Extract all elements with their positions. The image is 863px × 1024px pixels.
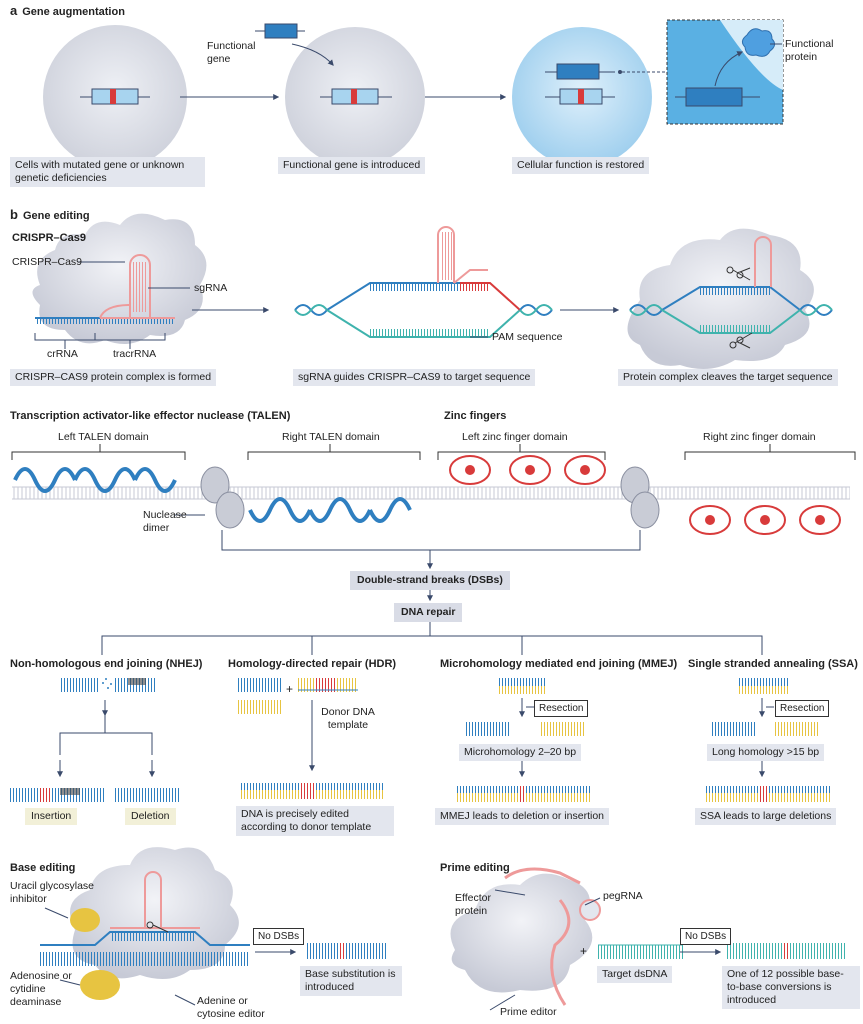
functional-gene-label: Functional gene [207, 40, 256, 65]
caption-hdr: DNA is precisely edited according to don… [236, 806, 394, 836]
hdr-graphic [237, 678, 385, 799]
target-dsdna-label: Target dsDNA [597, 966, 673, 983]
nhej-graphic [10, 678, 180, 802]
caption-a3: Cellular function is restored [512, 157, 650, 174]
ssa-graphic [705, 678, 830, 802]
prime-plus: + [580, 944, 588, 958]
crispr-target-dna [294, 226, 553, 338]
hdr-title: Homology-directed repair (HDR) [228, 658, 397, 670]
nhej-title: Non-homologous end joining (NHEJ) [10, 658, 203, 670]
base-editor-label: Adenine or cytosine editor [197, 995, 265, 1020]
zf-right-label: Right zinc finger domain [703, 431, 816, 443]
caption-a1: Cells with mutated gene or unknown genet… [10, 157, 205, 187]
zf-nuclease [620, 466, 660, 529]
caption-base: Base substitution is introduced [300, 966, 402, 996]
mmej-title: Microhomology mediated end joining (MMEJ… [440, 658, 678, 670]
sgrna-label: sgRNA [194, 282, 228, 294]
talen-nuclease [175, 466, 245, 529]
nuclease-dimer-label: Nuclease dimer [143, 509, 187, 534]
cas9-label: CRISPR–Cas9 [12, 256, 83, 268]
hdr-plus: + [286, 682, 294, 696]
prime-editor-label: Prime editor [500, 1006, 557, 1018]
caption-mmej: MMEJ leads to deletion or insertion [435, 808, 609, 825]
base-editor-graphic [40, 847, 388, 1006]
prime-nodsb-label: No DSBs [680, 928, 732, 945]
caption-a2: Functional gene is introduced [278, 157, 426, 174]
caption-crispr1: CRISPR–CAS9 protein complex is formed [10, 369, 217, 386]
dsb-box: Double-strand breaks (DSBs) [350, 571, 510, 590]
zf-left-label: Left zinc finger domain [462, 431, 568, 443]
cell-mutated [43, 25, 187, 169]
mmej-resection-label: Resection [534, 700, 589, 717]
caption-prime: One of 12 possible base-to-base conversi… [722, 966, 860, 1009]
crispr-complex-1 [32, 213, 207, 349]
zf-left [449, 455, 606, 485]
ssa-resection-label: Resection [775, 700, 830, 717]
pegrna-label: pegRNA [603, 890, 643, 902]
cell-restored [512, 19, 784, 167]
mmej-graphic [455, 678, 590, 802]
deletion-label: Deletion [125, 808, 176, 825]
caption-ssa: SSA leads to large deletions [695, 808, 837, 825]
mmej-micro-label: Microhomology 2–20 bp [459, 744, 582, 761]
pam-label: PAM sequence [492, 331, 563, 343]
dsb-connectors [101, 530, 763, 655]
zf-right [689, 505, 841, 535]
talen-left-label: Left TALEN domain [58, 431, 149, 443]
base-nodsb-label: No DSBs [253, 928, 305, 945]
base-title: Base editing [10, 862, 76, 874]
talen-right-label: Right TALEN domain [282, 431, 380, 443]
tracrrna-label: tracrRNA [113, 348, 157, 360]
prime-editor-graphic [450, 867, 845, 1011]
crispr-title: CRISPR–Cas9 [12, 232, 86, 244]
caption-crispr2: sgRNA guides CRISPR–CAS9 to target seque… [293, 369, 536, 386]
caption-crispr3: Protein complex cleaves the target seque… [618, 369, 838, 386]
crispr-cleavage [627, 228, 833, 369]
donor-template-label: Donor DNA template [321, 706, 375, 731]
insertion-label: Insertion [25, 808, 78, 825]
zf-title: Zinc fingers [444, 410, 507, 422]
prime-title: Prime editing [440, 862, 510, 874]
talen-title: Transcription activator-like effector nu… [10, 410, 291, 422]
dna-repair-box: DNA repair [394, 603, 463, 622]
functional-protein-label: Functional protein [785, 38, 834, 63]
crrna-label: crRNA [47, 348, 78, 360]
ugi-label: Uracil glycosylase inhibitor [10, 880, 95, 905]
talen-right-helices [248, 497, 412, 523]
cell-introduced [255, 23, 425, 167]
deaminase-label: Adenosine or cytidine deaminase [10, 970, 72, 1008]
ssa-long-label: Long homology >15 bp [707, 744, 825, 761]
effector-protein-label: Effector protein [455, 892, 491, 917]
talen-left-helices [13, 467, 177, 493]
ssa-title: Single stranded annealing (SSA) [688, 658, 858, 670]
